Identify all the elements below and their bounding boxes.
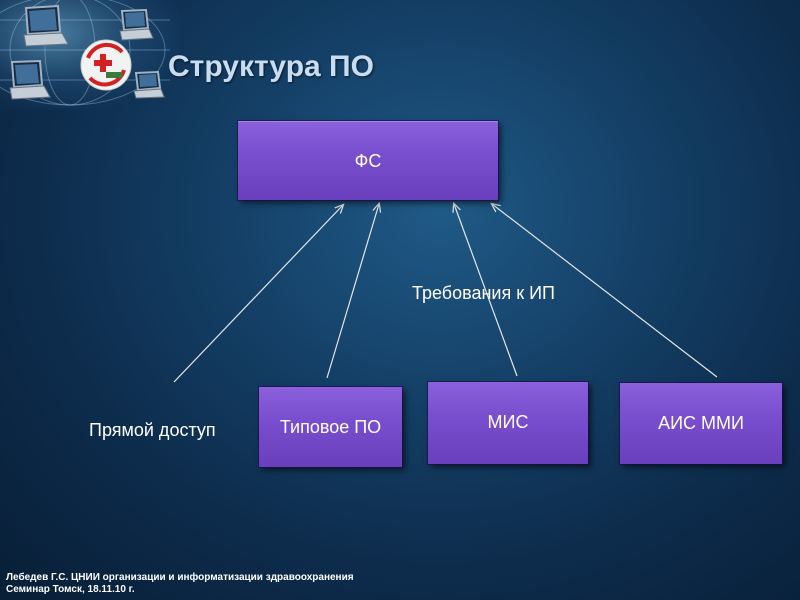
mis-label: МИС — [487, 412, 529, 432]
direct-access-label: Прямой доступ — [89, 420, 216, 440]
page-title: Структура ПО — [168, 50, 374, 83]
requirements-label: Требования к ИП — [412, 283, 555, 303]
footer-line-1: Лебедев Г.С. ЦНИИ организации и информат… — [6, 572, 354, 583]
fs-box: ФС — [238, 121, 498, 200]
typical-software-label: Типовое ПО — [279, 416, 382, 437]
laptop-icon — [133, 70, 165, 99]
laptop-icon — [119, 8, 154, 41]
ais-mmi-box: АИС ММИ — [620, 383, 782, 464]
emblem-icon — [80, 39, 132, 91]
typical-software-box: Типовое ПО — [259, 387, 402, 467]
footer: Лебедев Г.С. ЦНИИ организации и информат… — [6, 572, 354, 596]
arrow-ais-mmi — [492, 204, 718, 378]
footer-line-2: Семинар Томск, 18.11.10 г. — [6, 584, 135, 595]
arrow-mis — [454, 204, 518, 377]
arrow-direct-access — [173, 205, 343, 383]
fs-box-label: ФС — [354, 150, 382, 171]
laptop-icon — [23, 4, 69, 47]
arrow-typical-software — [326, 204, 379, 379]
mis-box: МИС — [428, 382, 588, 464]
laptop-icon — [9, 59, 51, 100]
ais-mmi-label: АИС ММИ — [658, 413, 744, 433]
